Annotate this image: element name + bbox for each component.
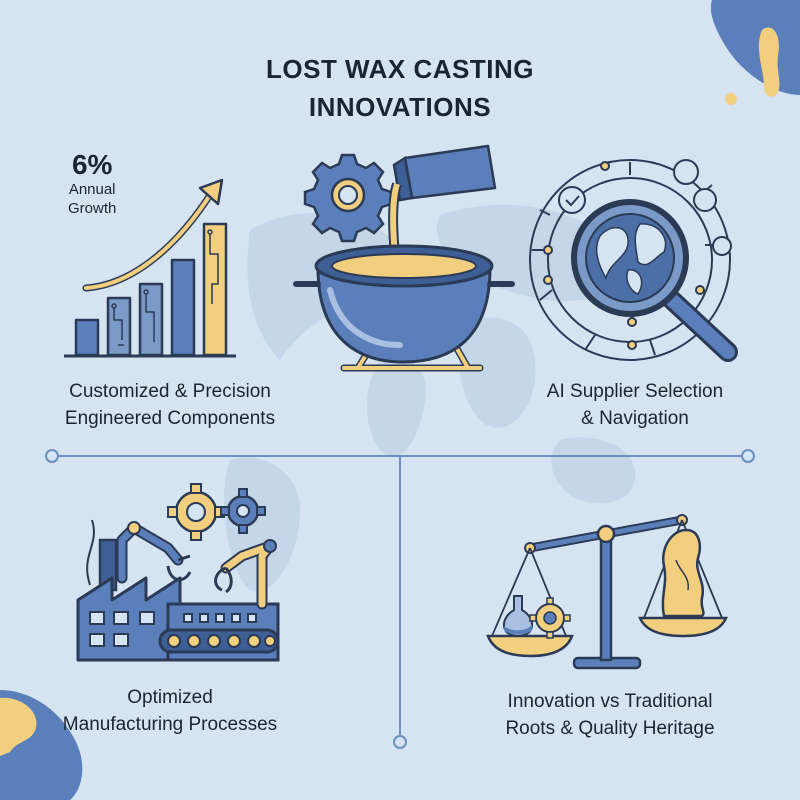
gear-icon: [303, 153, 393, 243]
caption-line-2: & Navigation: [581, 408, 689, 429]
gear-icon: [220, 488, 266, 534]
caption-line-2: Manufacturing Processes: [62, 714, 278, 735]
caption-ai-supplier: AI Supplier Selection & Navigation: [500, 378, 770, 432]
growth-value: 6%: [71, 149, 113, 180]
caption-line-2: Roots & Quality Heritage: [505, 718, 715, 739]
title-line-1: LOST WAX CASTING: [266, 54, 534, 84]
caption-line-1: Customized & Precision: [69, 381, 271, 402]
caption-manufacturing: Optimized Manufacturing Processes: [30, 684, 310, 738]
page-title: LOST WAX CASTING INNOVATIONS: [0, 50, 800, 126]
caption-line-1: Optimized: [127, 687, 213, 708]
growth-label-line-2: Growth: [68, 200, 117, 217]
caption-line-1: Innovation vs Traditional: [507, 691, 713, 712]
title-line-2: INNOVATIONS: [308, 92, 492, 122]
growth-label: 6% Annual Growth: [68, 150, 116, 218]
caption-line-1: AI Supplier Selection: [546, 381, 724, 402]
growth-label-line-1: Annual: [68, 181, 116, 198]
gear-icon: [167, 483, 225, 541]
caption-precision-components: Customized & Precision Engineered Compon…: [30, 378, 310, 432]
caption-innovation-heritage: Innovation vs Traditional Roots & Qualit…: [470, 688, 750, 742]
caption-line-2: Engineered Components: [64, 408, 276, 429]
